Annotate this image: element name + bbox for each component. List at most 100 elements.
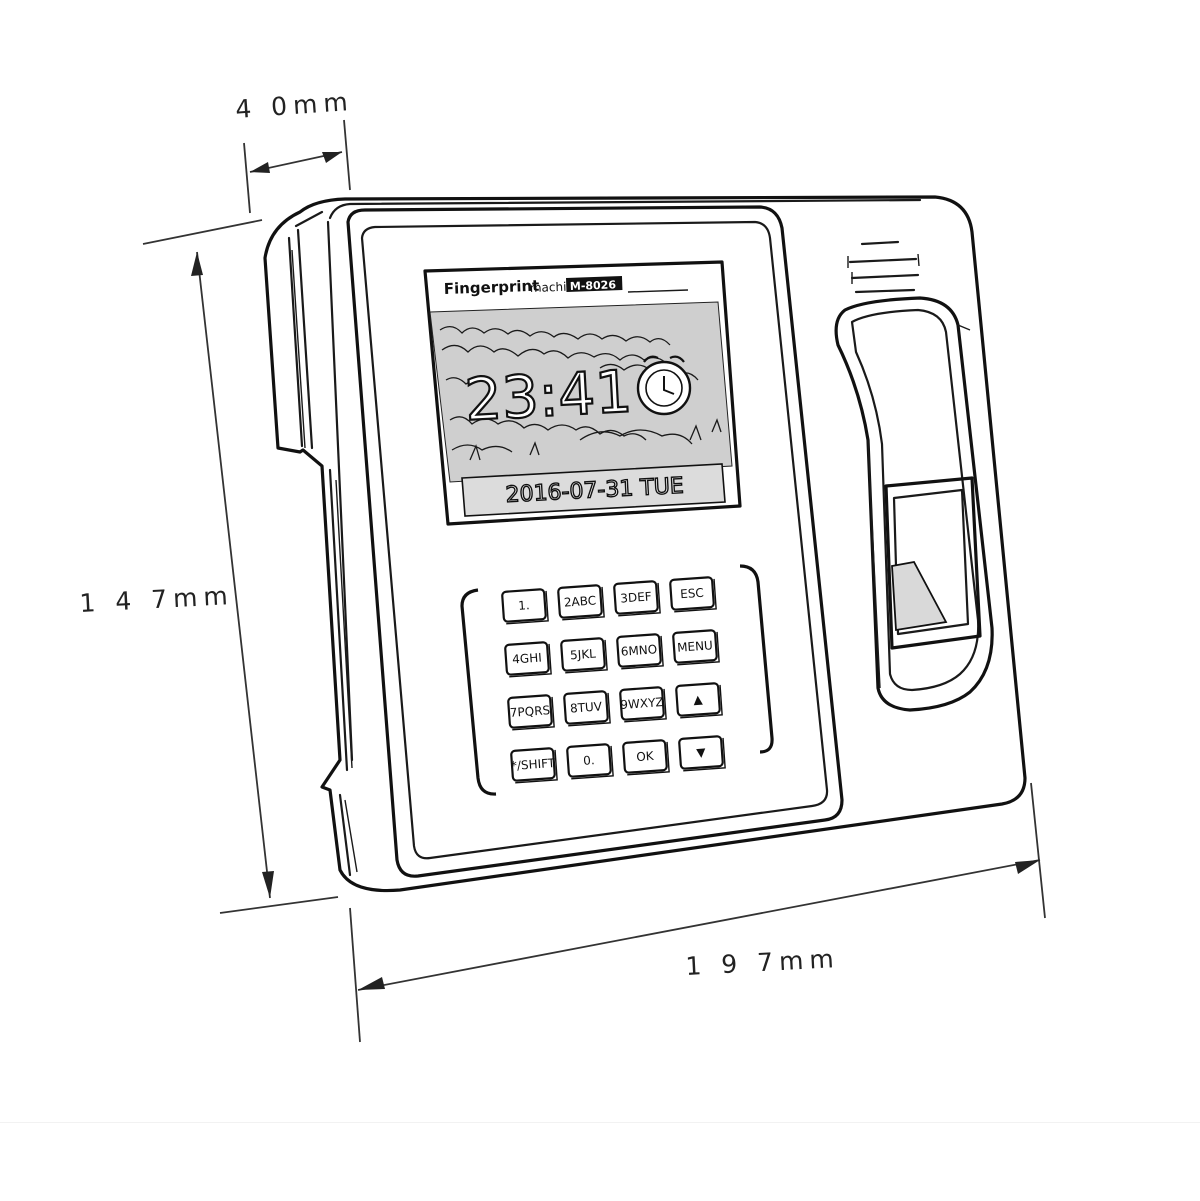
height-dimension-line xyxy=(196,251,271,899)
key-1-face[interactable] xyxy=(501,588,547,623)
key-8-shadow xyxy=(568,692,611,727)
key-menu-face[interactable] xyxy=(672,629,718,664)
key-menu[interactable]: MENU xyxy=(672,629,720,666)
key-5-face[interactable] xyxy=(560,637,606,672)
key-1-label: 1. xyxy=(518,598,530,613)
key-ok[interactable]: OK xyxy=(622,739,670,776)
key-0[interactable]: 0. xyxy=(566,743,614,780)
lcd-model-badge: M-8026 xyxy=(566,276,623,293)
key-4-face[interactable] xyxy=(504,641,550,676)
depth-extension-left xyxy=(243,142,251,214)
width-arrow-right xyxy=(1015,860,1040,874)
key-7-label: 7PQRS xyxy=(509,703,550,720)
key-ok-label: OK xyxy=(636,749,655,764)
height-extension-top xyxy=(142,219,263,245)
width-extension-left xyxy=(349,907,361,1043)
key-2-face[interactable] xyxy=(557,584,603,619)
lcd-model: M-8026 xyxy=(570,278,617,293)
lcd-clock: 23:41 xyxy=(463,357,633,434)
key-2[interactable]: 2ABC xyxy=(557,584,605,621)
key-5-shadow xyxy=(565,639,608,674)
keypad-bracket-right xyxy=(739,564,774,754)
depth-dimension: 4 0mm xyxy=(234,87,355,214)
lcd-scenery-texture xyxy=(439,326,722,461)
depth-arrow-left xyxy=(250,162,270,173)
width-extension-right xyxy=(1030,782,1046,919)
key-star-face[interactable] xyxy=(510,747,556,782)
fingerprint-window xyxy=(884,476,982,650)
lcd-frame xyxy=(423,260,742,526)
key-9-shadow xyxy=(624,688,667,723)
key-9-face[interactable] xyxy=(619,686,665,721)
fingerprint-sensor-glass xyxy=(891,560,948,632)
key-6-shadow xyxy=(621,635,664,670)
key-2-shadow xyxy=(562,586,605,621)
key-menu-label: MENU xyxy=(677,638,714,654)
width-label: 1 9 7mm xyxy=(685,944,841,981)
key-down-shadow xyxy=(683,737,726,772)
key-9[interactable]: 9WXYZ xyxy=(619,686,667,723)
key-3-shadow xyxy=(618,582,661,617)
key-4-shadow xyxy=(509,643,552,678)
key-8[interactable]: 8TUV xyxy=(563,690,611,727)
key-6-face[interactable] xyxy=(616,633,662,668)
height-arrow-top xyxy=(191,252,203,276)
depth-extension-right xyxy=(343,119,351,191)
speaker-grille xyxy=(847,240,920,294)
screen-bezel-inner xyxy=(360,220,829,860)
fingerprint-sensor-housing xyxy=(834,296,994,712)
depth-arrow-right xyxy=(322,152,342,163)
key-esc-shadow xyxy=(674,578,717,613)
key-star-label: */SHIFT xyxy=(510,756,556,773)
key-ok-face[interactable] xyxy=(622,739,668,774)
device-body: Fingerprint machine M-8026 23:41 2016-07… xyxy=(263,195,1027,893)
width-arrow-left xyxy=(358,977,385,990)
lcd-display: Fingerprint machine M-8026 23:41 2016-07… xyxy=(423,260,742,526)
key-1-shadow xyxy=(506,590,549,625)
key-7-face[interactable] xyxy=(507,694,553,729)
lcd-title: Fingerprint xyxy=(444,277,540,298)
key-menu-shadow xyxy=(677,631,720,666)
screen-bezel-outer xyxy=(346,205,844,878)
key-6[interactable]: 6MNO xyxy=(616,633,664,670)
key-4[interactable]: 4GHI xyxy=(504,641,552,678)
key-esc-face[interactable] xyxy=(669,576,715,611)
speaker-slots xyxy=(848,240,920,294)
key-esc[interactable]: ESC xyxy=(669,576,717,613)
sensor-housing-inner xyxy=(850,308,980,692)
sensor-housing-rim xyxy=(867,324,971,689)
key-down-face[interactable] xyxy=(678,735,724,770)
key-0-face[interactable] xyxy=(566,743,612,778)
key-7-shadow xyxy=(512,696,555,731)
lcd-date-bar xyxy=(461,463,726,517)
height-dimension: 1 4 7mm xyxy=(79,219,339,914)
sensor-housing-outer xyxy=(834,296,994,712)
key-3[interactable]: 3DEF xyxy=(613,580,661,617)
height-extension-bottom xyxy=(219,896,339,914)
key-up-face[interactable] xyxy=(675,682,721,717)
height-label: 1 4 7mm xyxy=(79,581,235,618)
front-face-ridge xyxy=(326,198,922,762)
key-up[interactable]: ▲ xyxy=(675,682,723,719)
key-3-face[interactable] xyxy=(613,580,659,615)
key-star-shadow xyxy=(515,749,558,784)
key-star[interactable]: */SHIFT xyxy=(510,747,558,784)
key-6-label: 6MNO xyxy=(620,642,657,659)
key-down[interactable]: ▼ xyxy=(678,735,726,772)
key-7[interactable]: 7PQRS xyxy=(507,694,555,731)
device-outer-casing xyxy=(263,195,1027,893)
key-8-face[interactable] xyxy=(563,690,609,725)
height-arrow-bottom xyxy=(262,871,274,898)
key-down-label: ▼ xyxy=(696,745,707,760)
speaker-slot-ends xyxy=(847,253,920,284)
keypad-bracket-left xyxy=(460,588,497,796)
depth-label: 4 0mm xyxy=(234,87,354,124)
key-1[interactable]: 1. xyxy=(501,588,549,625)
key-4-label: 4GHI xyxy=(512,650,542,666)
key-0-label: 0. xyxy=(583,753,595,768)
key-5[interactable]: 5JKL xyxy=(560,637,608,674)
key-0-shadow xyxy=(571,745,614,780)
key-5-label: 5JKL xyxy=(570,647,597,663)
